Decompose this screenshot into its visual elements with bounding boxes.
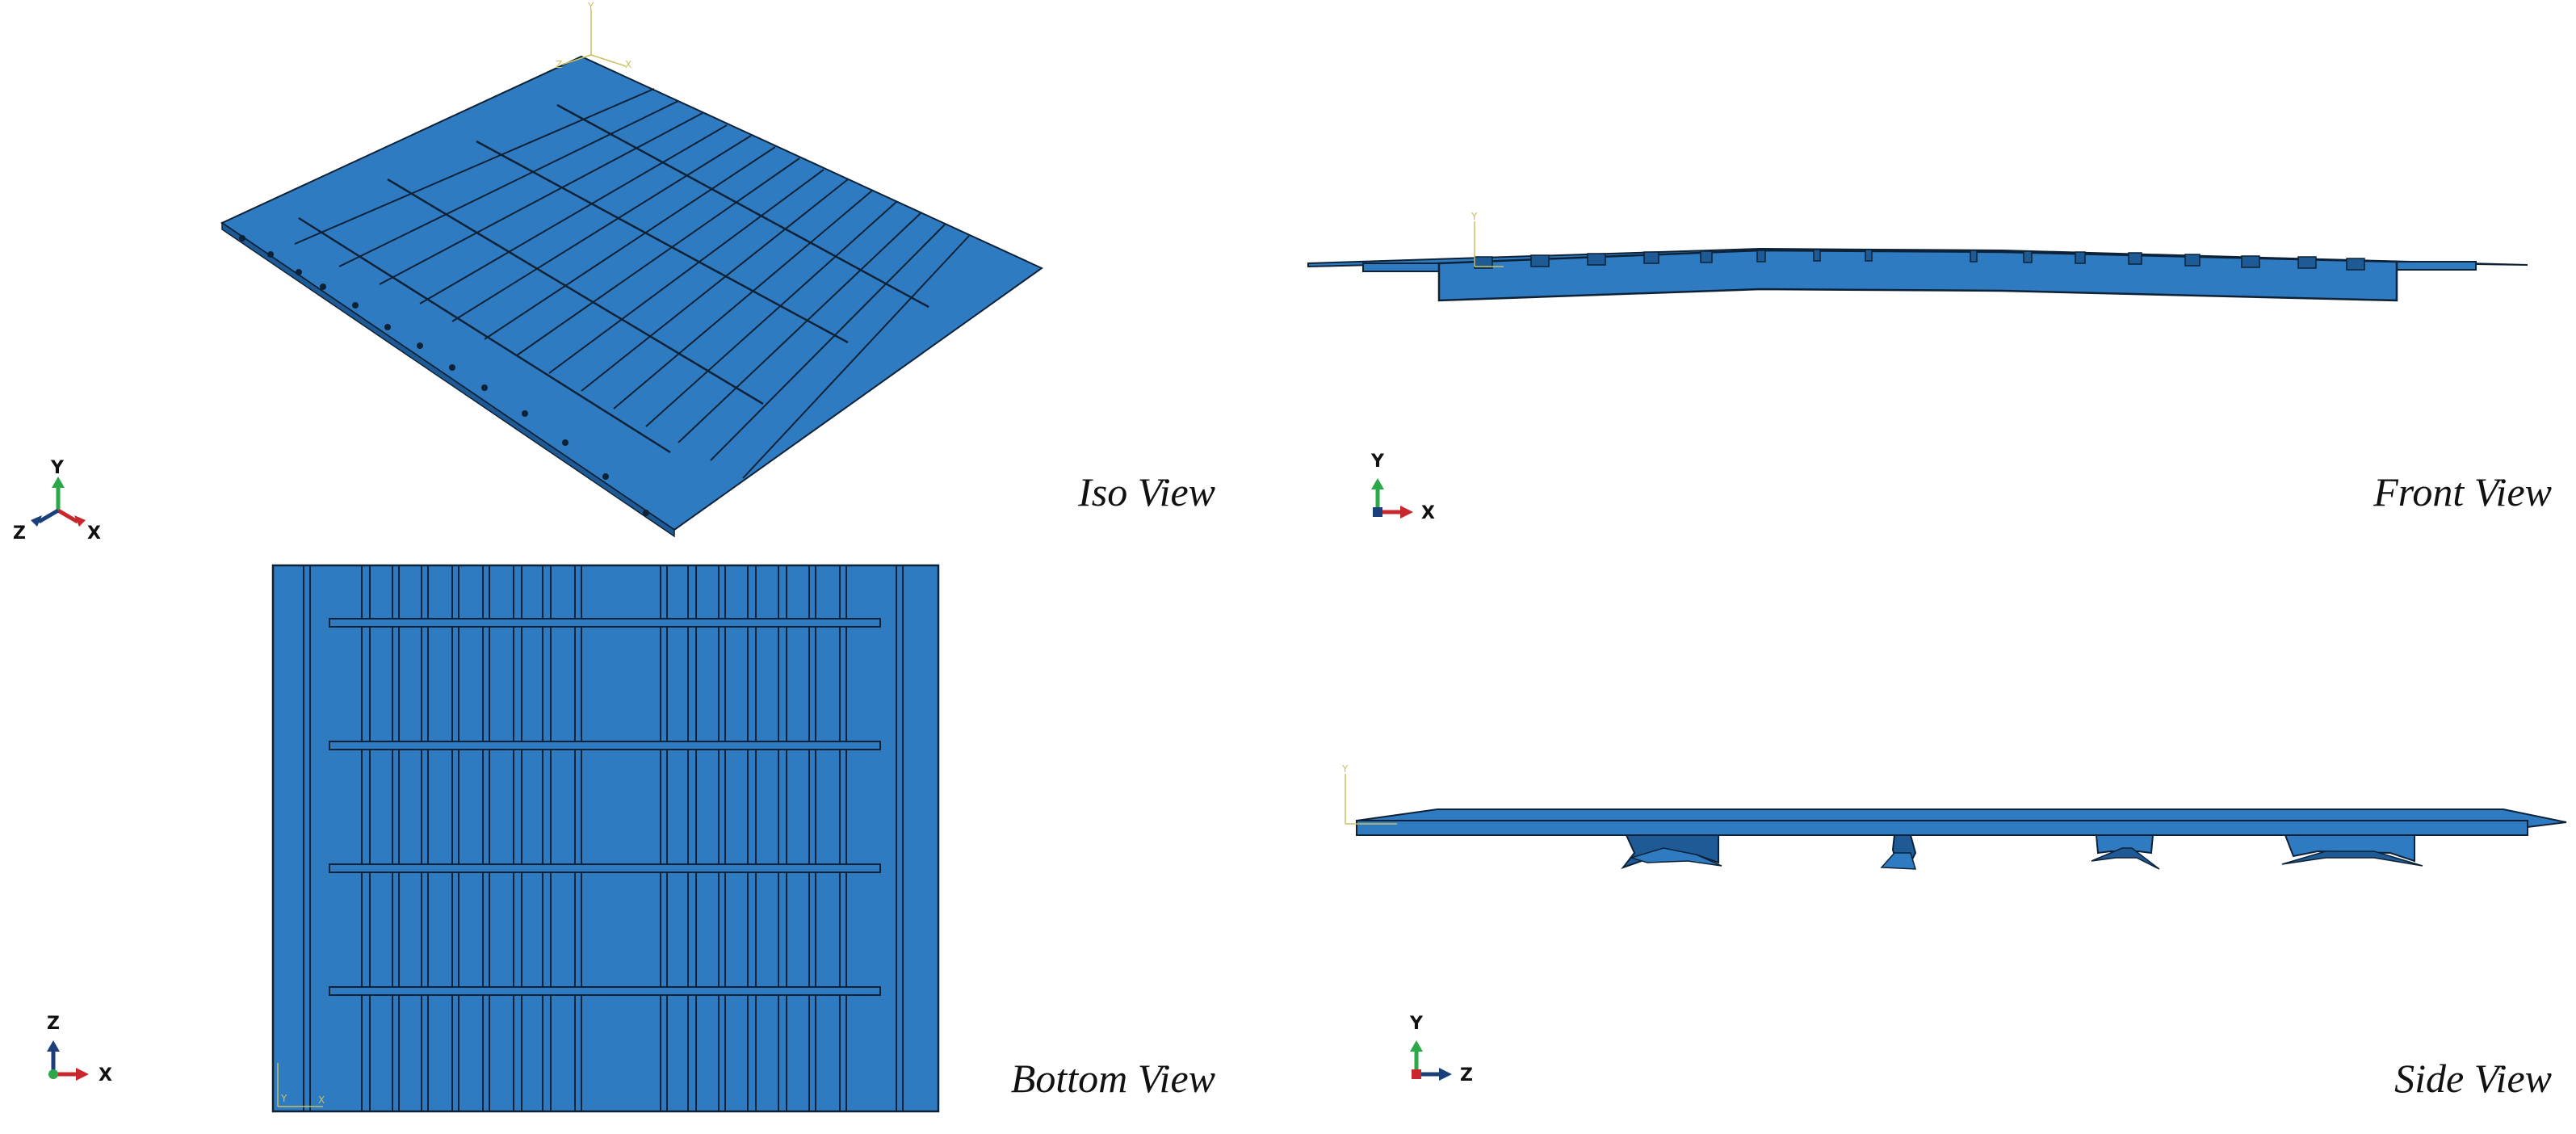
bottom-view-model: Y X	[271, 564, 940, 1113]
bottom-axis-triad: Z X	[47, 1014, 112, 1086]
iso-crossbeam-lines	[298, 103, 929, 454]
iso-stringer-lines	[294, 88, 970, 479]
side-axis-z-label: Z	[1460, 1065, 1473, 1086]
front-girder-body	[1437, 249, 2398, 302]
front-mini-axis	[1474, 221, 1504, 267]
side-girder-2	[1880, 834, 1917, 870]
side-deck-slab	[1356, 820, 2528, 836]
iso-axis-x-label: X	[87, 523, 101, 544]
bottom-stringers	[303, 565, 904, 1111]
iso-mini-axis-z: Z	[556, 59, 562, 70]
side-girder-1	[1621, 834, 1722, 870]
bottom-mini-axis	[277, 1063, 323, 1107]
bottom-mini-axis-y: Y	[280, 1093, 287, 1104]
side-girder-4	[2281, 834, 2423, 867]
side-view-model: Y	[1341, 763, 2567, 870]
front-left-overhang	[1362, 262, 1441, 272]
iso-axis-z-label: Z	[13, 523, 26, 544]
bottom-deck-plate	[271, 564, 940, 1113]
front-view-model: Y	[1307, 211, 2528, 302]
front-axis-x-label: X	[1421, 503, 1435, 523]
side-axis-y-label: Y	[1409, 1014, 1424, 1034]
side-mini-axis	[1345, 774, 1397, 825]
iso-axis-triad: Y Z X	[13, 458, 101, 544]
iso-view-model: Y X Z	[220, 1, 1043, 538]
iso-edge-stubs	[239, 235, 649, 516]
front-axis-triad: Y X	[1370, 452, 1435, 523]
front-right-overhang	[2396, 261, 2477, 271]
iso-deck-plate	[220, 55, 1043, 531]
side-view-label: Side View	[2394, 1056, 2552, 1101]
front-axis-y-label: Y	[1370, 452, 1385, 472]
front-stiffener-ribs	[1474, 249, 2365, 271]
iso-mini-axis-x: X	[625, 59, 631, 70]
iso-axis-y-label: Y	[50, 458, 65, 478]
bottom-axis-x-label: X	[99, 1065, 112, 1086]
front-mini-axis-y: Y	[1471, 211, 1478, 222]
iso-view-label: Iso View	[1077, 469, 1215, 514]
iso-mini-axis-y: Y	[587, 1, 594, 12]
iso-deck-edge	[221, 221, 675, 538]
bottom-crossbeams	[329, 618, 881, 996]
iso-mini-axis	[561, 10, 627, 67]
bottom-axis-z-label: Z	[47, 1014, 60, 1034]
side-girder-3	[2091, 834, 2160, 870]
bottom-mini-axis-x: X	[318, 1094, 325, 1106]
front-view-label: Front View	[2373, 469, 2552, 514]
side-mini-axis-y: Y	[1341, 763, 1349, 775]
side-axis-triad: Y Z	[1409, 1014, 1473, 1086]
bottom-view-label: Bottom View	[1011, 1056, 1215, 1101]
